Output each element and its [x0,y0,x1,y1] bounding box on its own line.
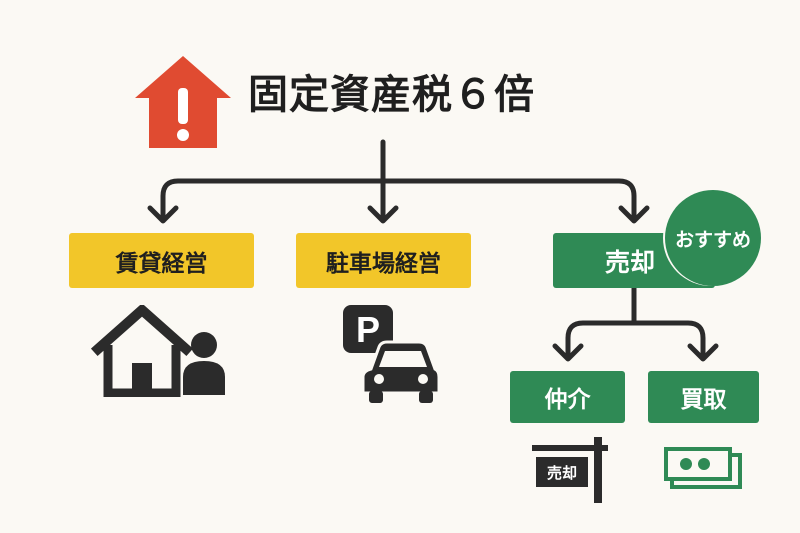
house-person-icon [90,305,225,397]
page-title: 固定資産税６倍 [248,72,535,118]
brokerage-box: 仲介 [510,371,625,423]
purchase-box: 買取 [648,371,759,423]
parking-letter: P [356,309,380,350]
warning-house-icon [135,56,231,148]
recommend-badge: おすすめ [665,190,761,286]
sign-board: 売却 [536,457,588,487]
for-sale-sign-icon: 売却 [532,437,612,503]
sale-label: 売却 [605,247,656,277]
parking-management-box: 駐車場経営 [296,233,471,288]
cash-icon [664,447,742,489]
parking-car-icon: P [343,305,441,403]
rental-management-box: 賃貸経営 [69,233,254,288]
sign-pole [594,437,602,503]
sign-text: 売却 [546,463,577,482]
sign-post [532,445,608,451]
